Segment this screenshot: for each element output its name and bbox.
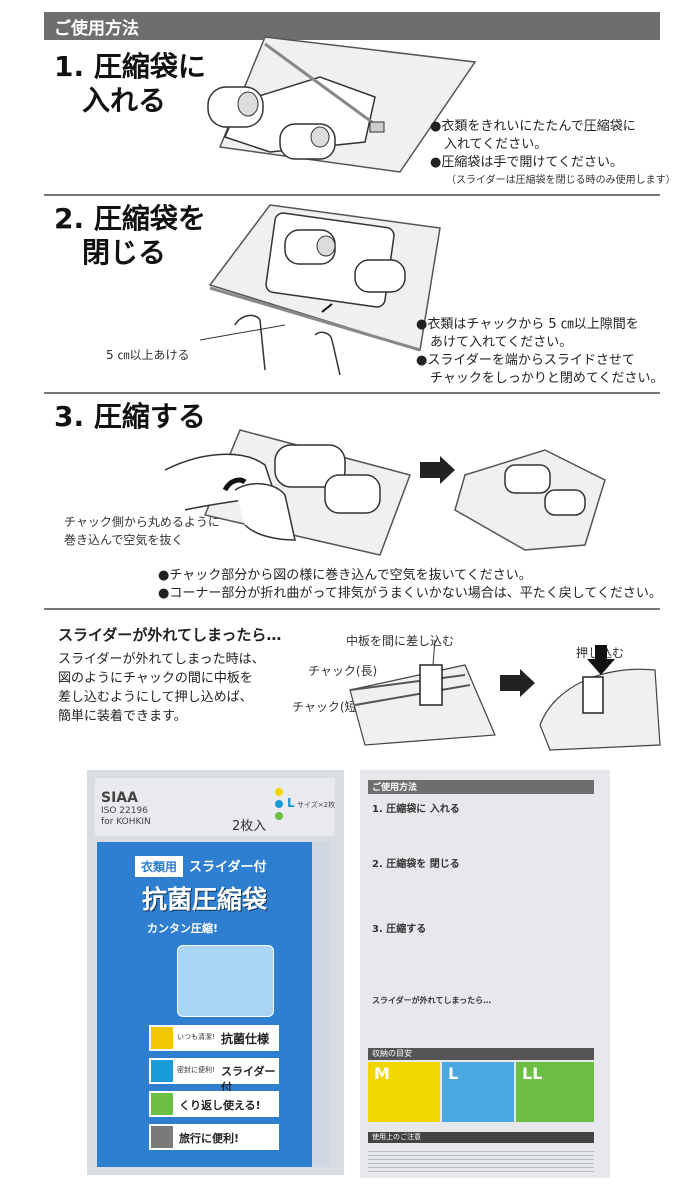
step3-illustration: [164, 429, 606, 556]
dot-blue: [275, 800, 283, 808]
divider-2: [44, 392, 660, 394]
label-insert-board: 中板を間に差し込む: [346, 634, 455, 648]
step2-title-line2: 閉じる: [82, 236, 167, 269]
siaa-mark: SIAA: [101, 790, 138, 806]
step3-callout-line1: チャック側から丸めるように: [64, 515, 220, 529]
slider-body-1: スライダーが外れてしまった時は、: [58, 652, 265, 667]
callout-line: [199, 324, 286, 341]
package-back: ご使用方法 1. 圧縮袋に 入れる 2. 圧縮袋を 閉じる 3. 圧縮する スラ…: [360, 770, 610, 1178]
back-fine-print: [368, 1148, 594, 1172]
label-zipper-long: チャック(長): [308, 664, 378, 678]
badge-slider: スライダー付: [189, 860, 267, 875]
size-letter: L: [287, 796, 295, 810]
divider-1: [44, 194, 660, 196]
back-size-l: L: [448, 1064, 459, 1083]
step2-callout: 5 ㎝以上あける: [106, 348, 190, 362]
iso-label: ISO 22196: [101, 806, 148, 816]
back-step3: 3. 圧縮する: [372, 924, 427, 935]
back-size-title: 収納の目安: [372, 1049, 412, 1058]
back-caution: 使用上のご注意: [372, 1133, 421, 1141]
feature-1: いつも清潔! 抗菌仕様: [149, 1025, 279, 1051]
back-size-ll: LL: [522, 1064, 543, 1083]
header-bar: [44, 12, 660, 40]
step2-bullet-2b: チャックをしっかりと閉めてください。: [430, 371, 664, 386]
back-slider-title: スライダーが外れてしまったら…: [372, 996, 492, 1005]
feature-3: くり返し使える!: [149, 1091, 279, 1117]
slider-illustration: [349, 639, 661, 751]
package-front: SIAA ISO 22196 for KOHKIN 2枚入 L サイズ×2枚 衣…: [87, 770, 344, 1175]
step2-illustration: [208, 204, 441, 376]
step1-title-line2: 入れる: [82, 84, 167, 117]
size-suffix: サイズ×2枚: [297, 801, 336, 809]
step1-bullet-1: ●衣類をきれいにたたんで圧縮袋に: [430, 119, 636, 134]
feature-2: 密封に便利! スライダー付: [149, 1058, 279, 1094]
page-title: ご使用方法: [54, 19, 139, 39]
slider-title: スライダーが外れてしまったら…: [58, 626, 282, 644]
step2-title-line1: 2. 圧縮袋を: [54, 202, 206, 235]
step3-callout-line2: 巻き込んで空気を抜く: [64, 533, 184, 547]
step1-note: （スライダーは圧縮袋を閉じる時のみ使用します）: [446, 175, 676, 186]
dot-yellow: [275, 788, 283, 796]
sub-title: カンタン圧縮!: [147, 922, 219, 935]
badge-clothing: 衣類用: [135, 856, 184, 877]
slider-body-2: 図のようにチャックの間に中板を: [58, 671, 253, 686]
feature-4: 旅行に便利!: [149, 1124, 279, 1150]
back-header: ご使用方法: [372, 783, 418, 793]
step2-bullet-2: ●スライダーを端からスライドさせて: [416, 353, 635, 368]
kohkin-label: for KOHKIN: [101, 817, 151, 827]
count-label: 2枚入: [232, 819, 267, 834]
step1-title-line1: 1. 圧縮袋に: [54, 50, 206, 83]
label-zipper-short: チャック(短): [292, 700, 362, 714]
step3-bullet-2: ●コーナー部分が折れ曲がって排気がうまくいかない場合は、平たく戻してください。: [158, 586, 662, 601]
main-title: 抗菌圧縮袋: [142, 885, 268, 914]
package-hand-illustration: [177, 945, 274, 1017]
step3-title: 3. 圧縮する: [54, 400, 206, 433]
step2-bullet-1b: あけて入れてください。: [430, 335, 573, 350]
slider-body-3: 差し込むようにして押し込めば、: [58, 690, 253, 705]
step1-illustration: [207, 36, 477, 173]
back-size-m: M: [374, 1064, 390, 1083]
step2-bullet-1: ●衣類はチャックから 5 ㎝以上隙間を: [416, 317, 639, 332]
step3-bullet-1: ●チャック部分から図の様に巻き込んで空気を抜いてください。: [158, 568, 532, 583]
step1-bullet-2: ●圧縮袋は手で開けてください。: [430, 155, 623, 170]
back-step1: 1. 圧縮袋に 入れる: [372, 804, 460, 815]
back-step2: 2. 圧縮袋を 閉じる: [372, 859, 460, 870]
slider-body-4: 簡単に装着できます。: [58, 709, 187, 724]
step1-bullet-1b: 入れてください。: [444, 137, 548, 152]
divider-3: [44, 608, 660, 610]
dot-green: [275, 812, 283, 820]
